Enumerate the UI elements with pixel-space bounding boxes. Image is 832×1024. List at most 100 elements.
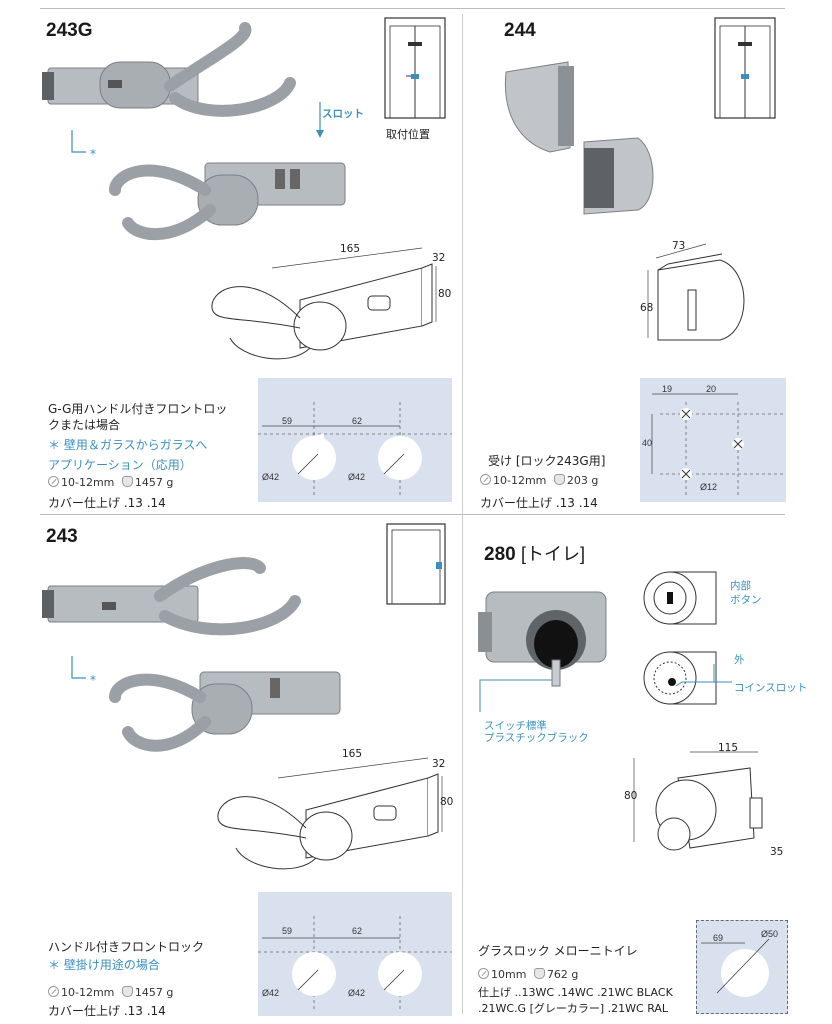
spec-weight-243g: 1457 g [134,476,174,489]
desc-243: ハンドル付きフロントロック [48,940,205,954]
inner-button-diagram [643,571,717,625]
dim-width-243: 165 [342,748,363,760]
panel-244-d1: 19 [662,384,673,394]
product-photo-244 [504,61,654,215]
weight-icon [533,968,545,979]
door-position-diagram-243 [386,523,446,605]
product-photo-243g-top [42,22,296,117]
outer-label: 外 [734,654,745,666]
desc-243g-line2: クまたは場合 [48,418,121,432]
dim-width-243g: 165 [340,243,361,255]
switch-label-line1: スイッチ標準 [484,720,547,732]
panel-244-d2: 20 [706,384,717,394]
spec-weight-280: 762 g [546,968,579,981]
dim-width-280: 115 [718,742,739,754]
spec-glass-243: 10-12mm [61,986,115,999]
glass-thickness-icon [478,968,489,979]
inner-label-line2: ボタン [730,594,762,606]
weight-icon [121,986,133,997]
middle-rule [40,514,785,515]
star-arrow-243g: * [71,130,96,161]
panel-244-h: 40 [642,438,653,448]
spec-weight-243: 1457 g [134,986,174,999]
spec-glass-244: 10-12mm [493,474,547,487]
spec-243g: 10-12mm 1457 g [48,476,173,489]
coin-callout [675,664,732,687]
note-243g-line2: アプリケーション（応用） [48,458,192,472]
star-arrow-243: * [71,656,96,687]
product-photo-243g-bottom [109,162,346,241]
switch-label-line2: プラスチックブラック [484,732,589,744]
spec-glass-243g: 10-12mm [61,476,115,489]
glass-thickness-icon [48,986,59,997]
dim-height-244: 68 [640,302,654,314]
slot-arrow [316,102,324,138]
panel-243-h2: Ø42 [348,988,366,998]
slot-label: スロット [322,108,364,120]
dim-height-243: 80 [440,796,454,808]
inner-label-line1: 内部 [730,580,751,592]
spec-weight-244: 203 g [566,474,599,487]
coin-slot-label: コインスロット [734,682,808,694]
spec-glass-280: 10mm [491,968,527,981]
panel-243g-d1: 59 [282,416,293,426]
dim-height-280: 80 [624,790,638,802]
title-280-number: 280 [484,544,516,565]
panel-243-d1: 59 [282,926,293,936]
door-position-diagram-244 [714,17,776,119]
column-divider [462,14,463,1014]
hole-panel-243g: 59 62 Ø42 Ø42 [258,378,452,502]
note-243: ＊ 壁掛け用途の場合 [48,958,160,972]
finish-243g: カバー仕上げ .13 .14 [48,496,166,510]
weight-icon [121,476,133,487]
product-title-280: 280 [トイレ] [484,540,585,566]
product-title-243g: 243G [46,20,93,41]
dim-width-244: 73 [672,240,686,252]
line-drawing-280 [633,751,763,851]
line-drawing-244 [647,243,745,341]
panel-244-hole: Ø12 [700,482,718,492]
product-photo-243-top [42,557,301,636]
product-title-244: 244 [504,20,536,41]
panel-280-hole: Ø50 [761,929,779,939]
dim-depth-243: 32 [432,758,446,770]
panel-243g-d2: 62 [352,416,363,426]
glass-thickness-icon [48,476,59,487]
spec-243: 10-12mm 1457 g [48,986,173,999]
dim-depth-243g: 32 [432,252,446,264]
panel-243g-h2: Ø42 [348,472,366,482]
glass-thickness-icon [480,474,491,485]
panel-243-d2: 62 [352,926,363,936]
position-label: 取付位置 [386,128,430,141]
desc-280: グラスロック メローニトイレ [478,944,638,958]
switch-callout [479,679,552,712]
door-position-diagram-243g [384,17,446,119]
panel-280-d1: 69 [713,933,724,943]
finish-280-line2: .21WC.G [グレーカラー] .21WC RAL [478,1002,669,1015]
outer-coin-diagram [643,651,717,705]
hole-panel-244: 19 20 40 Ø12 [640,378,786,502]
dim-height-243g: 80 [438,288,452,300]
dim-depth-280: 35 [770,846,784,858]
note-243g-line1: ＊ 壁用＆ガラスからガラスへ [48,438,208,452]
hole-panel-243: 59 62 Ø42 Ø42 [258,892,452,1016]
weight-icon [553,474,565,485]
top-rule [40,8,785,9]
spec-244: 10-12mm 203 g [480,474,598,487]
finish-244: カバー仕上げ .13 .14 [480,496,598,510]
product-photo-243-bottom [109,671,341,752]
spec-280: 10mm 762 g [478,968,578,981]
title-280-subtitle: [トイレ] [520,544,585,564]
finish-280-line1: 仕上げ ..13WC .14WC .21WC BLACK [478,986,673,999]
desc-244: 受け [ロック243G用] [488,454,606,468]
line-drawing-243g [211,247,437,360]
line-drawing-243 [217,757,443,870]
panel-243g-h1: Ø42 [262,472,280,482]
svg-text:*: * [90,147,96,161]
svg-text:*: * [90,673,96,687]
product-title-243: 243 [46,526,78,547]
hole-panel-280: 69 Ø50 [696,920,788,1014]
product-photo-280 [478,591,607,687]
finish-243: カバー仕上げ .13 .14 [48,1004,166,1018]
panel-243-h1: Ø42 [262,988,280,998]
